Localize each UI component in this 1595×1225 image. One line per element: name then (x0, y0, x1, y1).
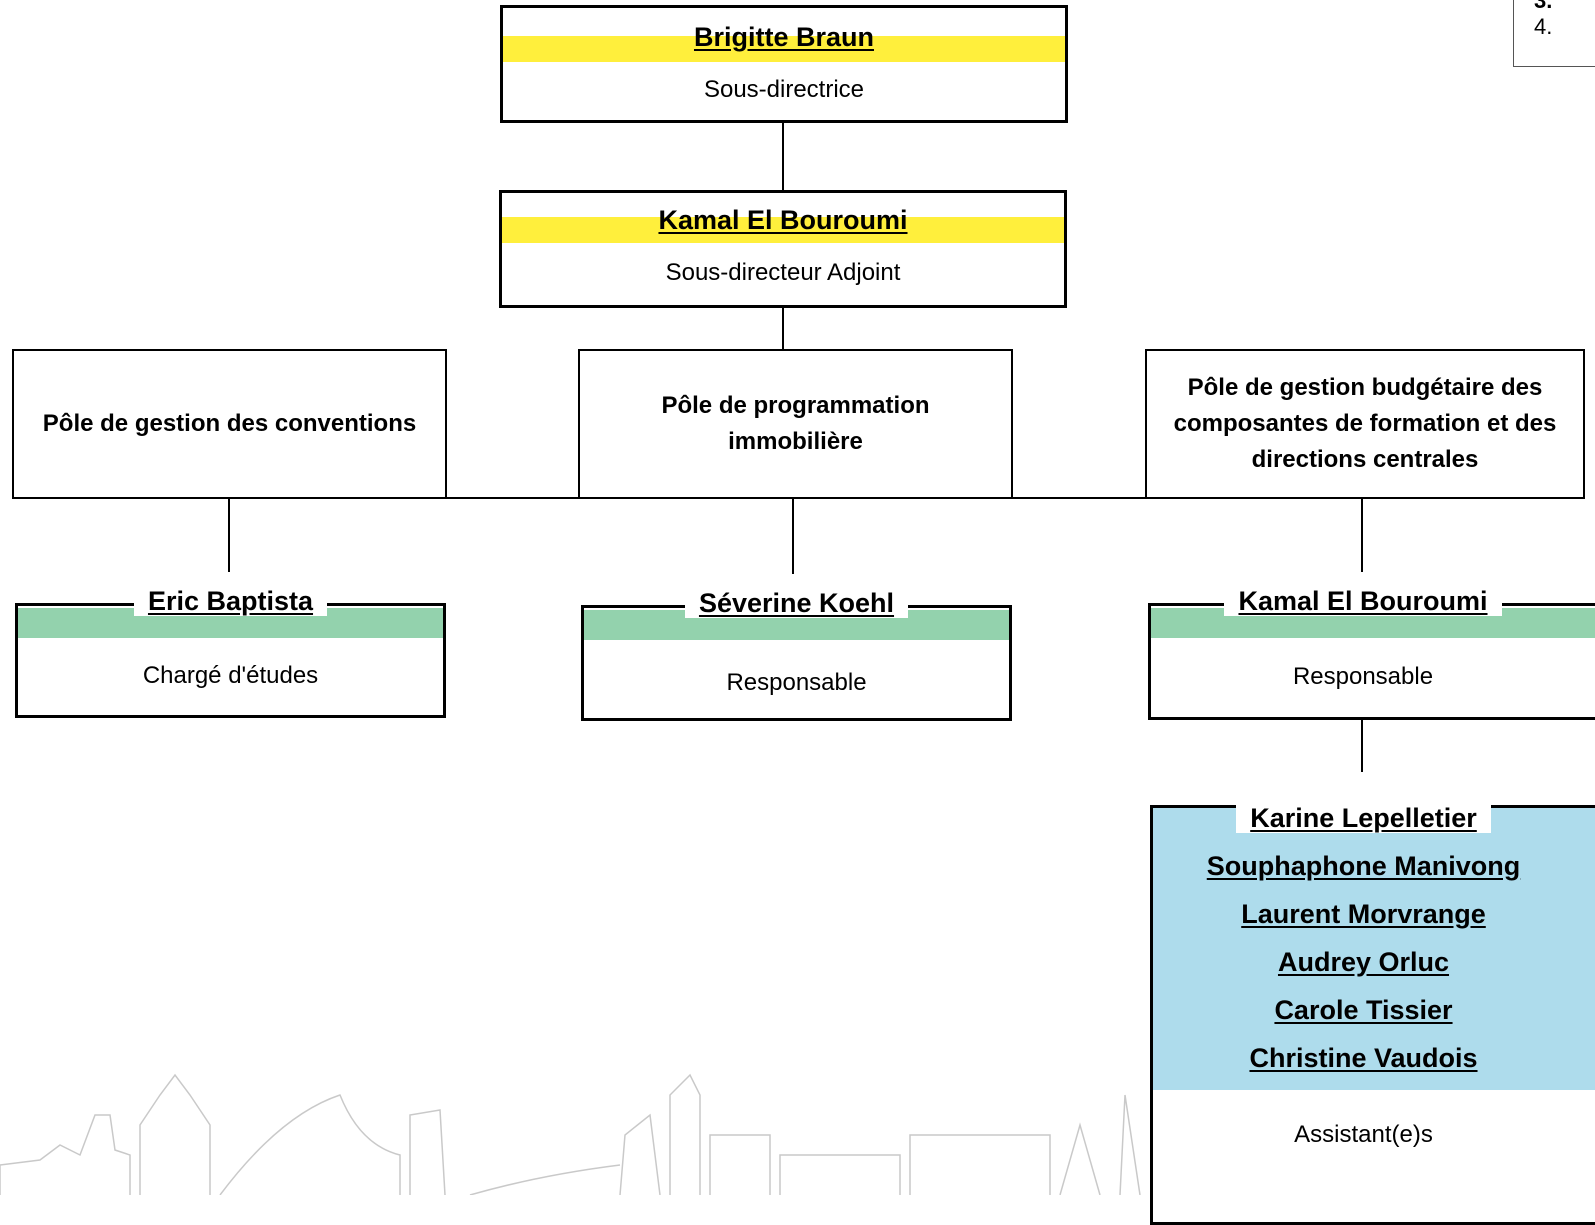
head-role-2: Responsable (726, 669, 867, 696)
team-member: Souphaphone Manivong (1206, 851, 1521, 881)
head-name-1: Eric Baptista (18, 586, 443, 617)
head-box-1: Eric Baptista Chargé d'études (15, 586, 446, 718)
director-name: Brigitte Braun (693, 22, 874, 52)
director-box: Brigitte Braun Sous-directrice (500, 5, 1068, 123)
deputy-band (502, 217, 1064, 243)
team-fill (1153, 808, 1595, 1090)
pole-budget: Pôle de gestion budgétaire des composant… (1145, 349, 1585, 499)
pole-programmation: Pôle de programmation immobilière (578, 349, 1013, 499)
connector-pole3-head (1361, 499, 1363, 572)
head-box-3: Kamal El Bouroumi Responsable (1148, 586, 1595, 720)
pole-link-1 (445, 497, 580, 499)
team-members: Karine Lepelletier Souphaphone Manivong … (1153, 794, 1574, 1082)
team-member: Audrey Orluc (1277, 947, 1450, 977)
connector-deputy-poles (782, 308, 784, 350)
team-member: Karine Lepelletier (1153, 794, 1574, 842)
pole-link-2 (1011, 497, 1147, 499)
director-role: Sous-directrice (703, 76, 865, 103)
connector-pole1-head (228, 499, 230, 572)
deputy-box: Kamal El Bouroumi Sous-directeur Adjoint (499, 190, 1067, 308)
connector-pole2-head (792, 499, 794, 574)
director-band (503, 36, 1065, 62)
head-role-1: Chargé d'études (142, 662, 319, 689)
connector-head3-team (1361, 720, 1363, 772)
team-member: Christine Vaudois (1249, 1043, 1478, 1073)
deputy-role: Sous-directeur Adjoint (665, 259, 901, 286)
team-role: Assistant(e)s (1294, 1121, 1433, 1148)
head-box-2: Séverine Koehl Responsable (581, 588, 1012, 721)
connector-director-deputy (782, 123, 784, 191)
head-name-3: Kamal El Bouroumi (1151, 586, 1575, 617)
list-item-3: 3. (1534, 0, 1553, 13)
corner-list: 3. 4. (1513, 0, 1595, 67)
pole-conventions: Pôle de gestion des conventions (12, 349, 447, 499)
list-item-4: 4. (1534, 14, 1553, 39)
deputy-name: Kamal El Bouroumi (658, 205, 908, 235)
team-box: Karine Lepelletier Souphaphone Manivong … (1150, 803, 1595, 1225)
head-role-3: Responsable (1292, 663, 1434, 690)
team-member: Laurent Morvrange (1241, 899, 1486, 929)
team-member: Carole Tissier (1274, 995, 1453, 1025)
city-skyline-illustration (0, 1073, 1141, 1195)
head-name-2: Séverine Koehl (584, 588, 1009, 619)
